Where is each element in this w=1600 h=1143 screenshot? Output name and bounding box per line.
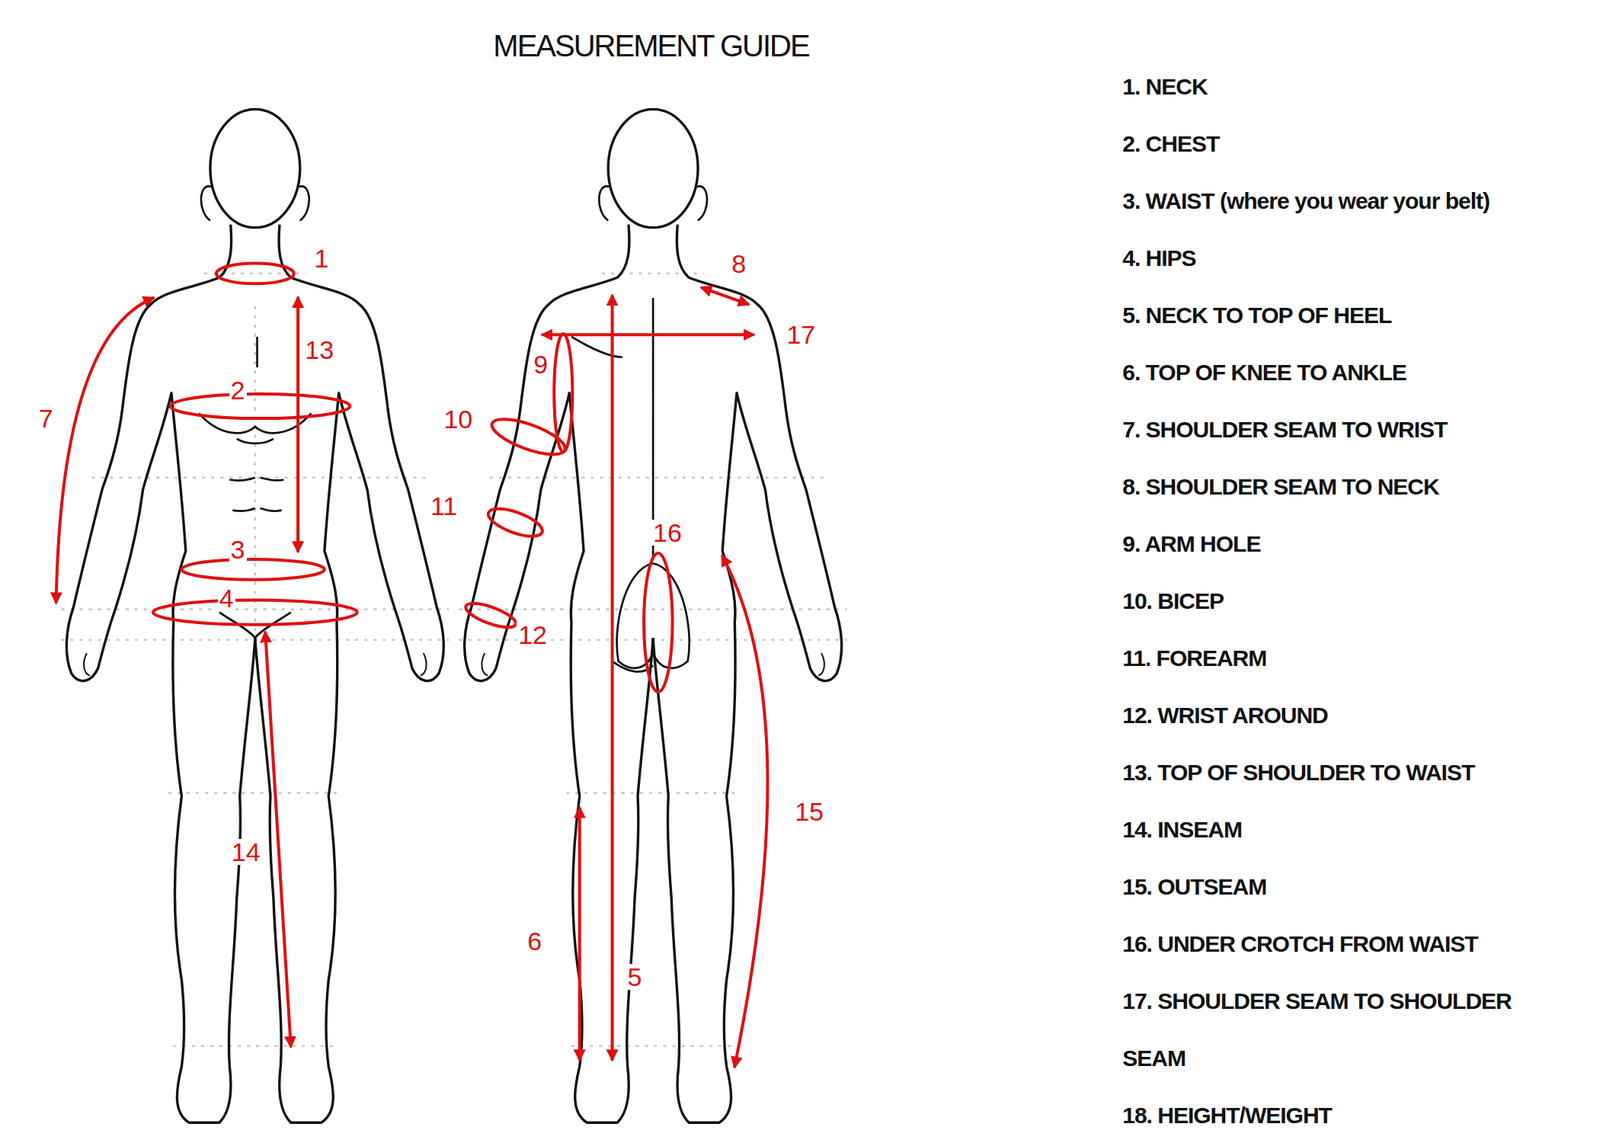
measurement-list-item: 16. UNDER CROTCH FROM WAIST	[1122, 915, 1478, 973]
measurement-list-item: 11. FOREARM	[1122, 629, 1267, 687]
callout-number: 3	[229, 536, 247, 563]
callout-number: 15	[793, 798, 826, 825]
callout-number: 10	[441, 406, 474, 432]
measurement-list-item: 14. INSEAM	[1122, 800, 1242, 858]
guide-title: MEASUREMENT GUIDE	[492, 28, 809, 63]
measurement-list-item: 15. OUTSEAM	[1122, 857, 1267, 916]
callout-number: 12	[516, 621, 549, 648]
callout-number: 7	[37, 405, 55, 432]
callout-number: 2	[229, 377, 247, 404]
measurement-list-item: 8. SHOULDER SEAM TO NECK	[1122, 457, 1440, 516]
callout-number: 9	[531, 351, 550, 378]
callout-number: 13	[303, 336, 336, 363]
callout-number: 1	[312, 245, 330, 272]
measurement-list-item: 5. NECK TO TOP OF HEEL	[1122, 286, 1392, 344]
measurement-list-item: 4. HIPS	[1122, 229, 1196, 287]
callout-number: 16	[651, 519, 684, 546]
callout-number: 6	[525, 928, 544, 954]
measurement-list-item: 2. CHEST	[1122, 115, 1220, 173]
measurement-list-item: 12. WRIST AROUND	[1122, 686, 1328, 744]
callout-number: 17	[784, 321, 817, 348]
measurement-list-item: 13. TOP OF SHOULDER TO WAIST	[1122, 743, 1475, 801]
measurement-list-item: 9. ARM HOLE	[1122, 515, 1261, 573]
callout-number: 11	[428, 492, 459, 519]
measurement-list-item: 1. NECK	[1122, 57, 1207, 116]
callout-number: 4	[217, 585, 236, 612]
callout-number: 5	[626, 963, 644, 990]
measurement-list-item: 10. BICEP	[1122, 572, 1224, 630]
measurement-list-item: 6. TOP OF KNEE TO ANKLE	[1122, 343, 1407, 401]
measurement-list-item: 18. HEIGHT/WEIGHT	[1122, 1086, 1332, 1143]
measurement-list-item: 17. SHOULDER SEAM TO SHOULDER SEAM	[1122, 972, 1519, 1087]
callout-number: 14	[230, 838, 263, 865]
measurement-list-item: 7. SHOULDER SEAM TO WRIST	[1122, 400, 1447, 458]
measurement-list-item: 3. WAIST (where you wear your belt)	[1122, 172, 1490, 230]
callout-number: 8	[729, 250, 748, 277]
